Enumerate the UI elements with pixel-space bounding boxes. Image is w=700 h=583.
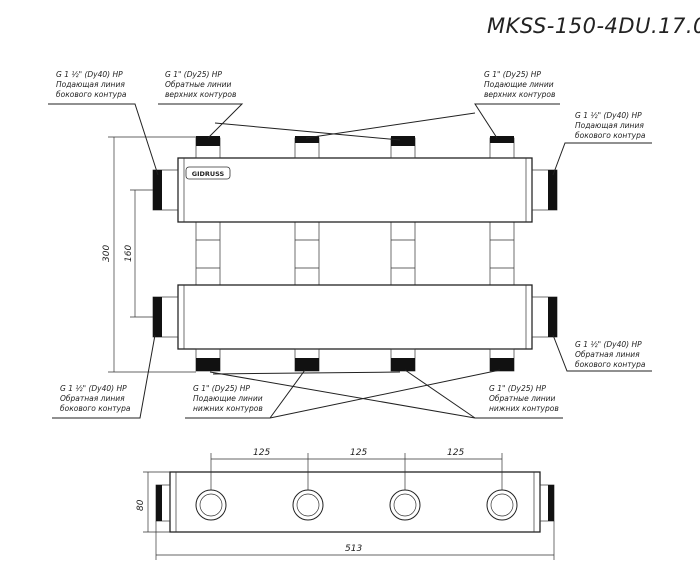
dim-pitch-1: 125 (253, 448, 270, 458)
dim-depth: 80 (136, 499, 146, 511)
dim-center-distance: 160 (124, 189, 153, 318)
label-bottom-left-side: G 1 ½" (Dy40) HP Обратная линия бокового… (52, 334, 156, 419)
bottom-nipples (152, 296, 558, 372)
label-text: G 1 ½" (Dy40) HP (575, 111, 642, 120)
label-text: G 1" (Dy25) HP (489, 384, 546, 393)
label-text: G 1" (Dy25) HP (165, 70, 222, 79)
label-top-left-side: G 1 ½" (Dy40) HP Подающая линия бокового… (48, 70, 159, 176)
label-text: верхних контуров (165, 90, 236, 99)
label-text: Обратные линии (165, 80, 232, 89)
plan-view: 125 125 125 80 513 (136, 448, 555, 560)
label-text: бокового контура (575, 131, 646, 140)
label-text: Обратная линия (60, 394, 125, 403)
label-text: бокового контура (575, 360, 646, 369)
dim-pitch-2: 125 (350, 448, 367, 458)
label-text: бокового контура (56, 90, 127, 99)
label-text: бокового контура (60, 404, 131, 413)
label-text: G 1" (Dy25) HP (484, 70, 541, 79)
logo-text: GIDRUSS (192, 170, 225, 178)
label-text: Подающая линия (56, 80, 125, 89)
label-text: Обратная линия (575, 350, 640, 359)
port-circles (195, 489, 518, 521)
label-text: 300 (102, 245, 112, 262)
dim-height-total: 300 (102, 136, 196, 373)
label-bottom-left-supply: G 1" (Dy25) HP Подающие линии нижних кон… (185, 369, 501, 419)
label-top-right-side: G 1 ½" (Dy40) HP Подающая линия бокового… (552, 111, 652, 176)
label-top-right-supply: G 1" (Dy25) HP Подающие линии верхних ко… (305, 70, 560, 139)
bottom-manifold (177, 284, 533, 350)
label-text: нижних контуров (489, 404, 559, 413)
label-text: Подающие линии (193, 394, 263, 403)
label-bottom-right-return: G 1" (Dy25) HP Обратные линии нижних кон… (209, 369, 563, 419)
label-text: G 1 ½" (Dy40) HP (575, 340, 642, 349)
dim-pitch-3: 125 (447, 448, 464, 458)
label-text: G 1 ½" (Dy40) HP (60, 384, 127, 393)
label-text: Подающая линия (575, 121, 644, 130)
label-bottom-right-side: G 1 ½" (Dy40) HP Обратная линия бокового… (552, 334, 652, 372)
label-text: Подающие линии (484, 80, 554, 89)
label-text: нижних контуров (193, 404, 263, 413)
top-manifold: GIDRUSS (177, 157, 533, 223)
label-text: верхних контуров (484, 90, 555, 99)
label-text: G 1 ½" (Dy40) HP (56, 70, 123, 79)
drawing-title: MKSS-150-4DU.17.01 (487, 14, 700, 38)
logo-badge (185, 166, 231, 180)
label-text: Обратные линии (489, 394, 556, 403)
dim-length: 513 (345, 544, 362, 554)
label-text: G 1" (Dy25) HP (193, 384, 250, 393)
label-top-left-return: G 1" (Dy25) HP Обратные линии верхних ко… (158, 70, 401, 141)
connecting-pipes (195, 221, 515, 286)
label-text: 160 (124, 245, 134, 262)
